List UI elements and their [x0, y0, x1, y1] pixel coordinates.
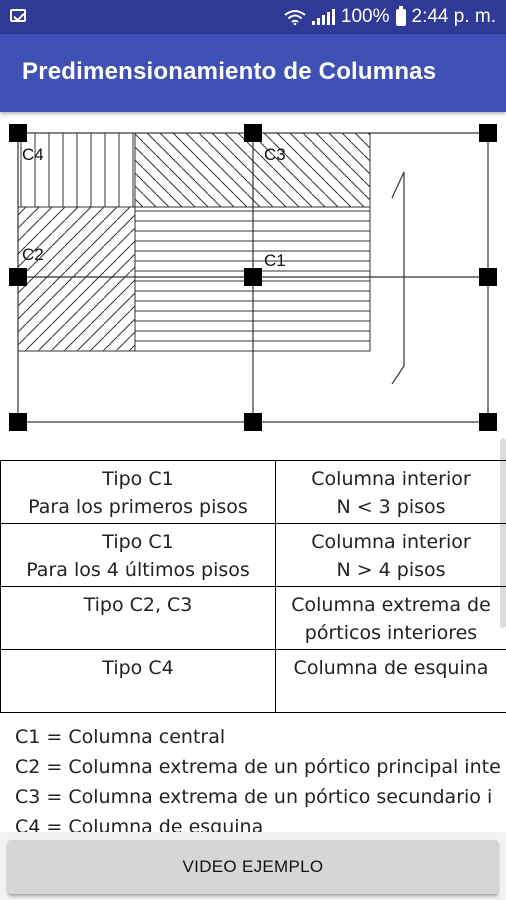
column-marker	[9, 268, 27, 286]
page-title: Predimensionamiento de Columnas	[22, 58, 437, 85]
column-marker	[9, 124, 27, 142]
column-marker	[244, 413, 262, 431]
column-marker	[9, 413, 27, 431]
slab-direction-arrow	[391, 171, 405, 385]
status-bar-right: 100% 2:44 p. m.	[284, 5, 497, 28]
table-cell-desc: Columna de esquina	[275, 649, 506, 713]
table-cell-desc: Columna interior N < 3 pisos	[275, 460, 506, 524]
photo-icon	[10, 9, 26, 22]
legend-item: C3 = Columna extrema de un pórtico secun…	[15, 786, 493, 808]
label-c3: C3	[264, 145, 286, 164]
table-row: Tipo C2, C3 Columna extrema de pórticos …	[0, 586, 506, 650]
column-marker	[479, 268, 497, 286]
legend-item: C1 = Columna central	[15, 726, 226, 748]
status-bar: 100% 2:44 p. m.	[0, 0, 506, 34]
label-c4: C4	[22, 145, 44, 164]
table-cell-tipo: Tipo C1 Para los 4 últimos pisos	[0, 523, 276, 587]
legend-item: C2 = Columna extrema de un pórtico princ…	[15, 756, 501, 778]
column-types-table: Tipo C1 Para los primeros pisos Columna …	[0, 460, 506, 713]
bottom-bar: VIDEO EJEMPLO	[0, 832, 506, 900]
table-cell-desc: Columna interior N > 4 pisos	[275, 523, 506, 587]
column-marker	[244, 268, 262, 286]
table-row: Tipo C1 Para los 4 últimos pisos Columna…	[0, 523, 506, 587]
table-row: Tipo C4 Columna de esquina	[0, 649, 506, 713]
label-c1: C1	[264, 251, 286, 270]
area-c4	[17, 132, 136, 208]
status-time: 2:44 p. m.	[411, 6, 497, 27]
table-row: Tipo C1 Para los primeros pisos Columna …	[0, 460, 506, 524]
column-layout-diagram: C4 C3 C2 C1	[9, 124, 497, 431]
columns	[9, 124, 497, 431]
legend-list: C1 = Columna central C2 = Columna extrem…	[15, 722, 506, 842]
wifi-icon	[284, 10, 306, 25]
column-marker	[244, 124, 262, 142]
signal-icon	[311, 9, 335, 25]
battery-icon	[395, 5, 406, 26]
table-cell-tipo: Tipo C2, C3	[0, 586, 276, 650]
area-c2	[17, 206, 136, 352]
app-bar: Predimensionamiento de Columnas	[0, 34, 506, 112]
table-cell-desc: Columna extrema de pórticos interiores	[275, 586, 506, 650]
table-cell-tipo: Tipo C4	[0, 649, 276, 713]
column-marker	[479, 413, 497, 431]
label-c2: C2	[22, 245, 44, 264]
table-cell-tipo: Tipo C1 Para los primeros pisos	[0, 460, 276, 524]
column-marker	[479, 124, 497, 142]
battery-percent: 100%	[340, 6, 390, 27]
video-example-button[interactable]: VIDEO EJEMPLO	[8, 840, 498, 894]
